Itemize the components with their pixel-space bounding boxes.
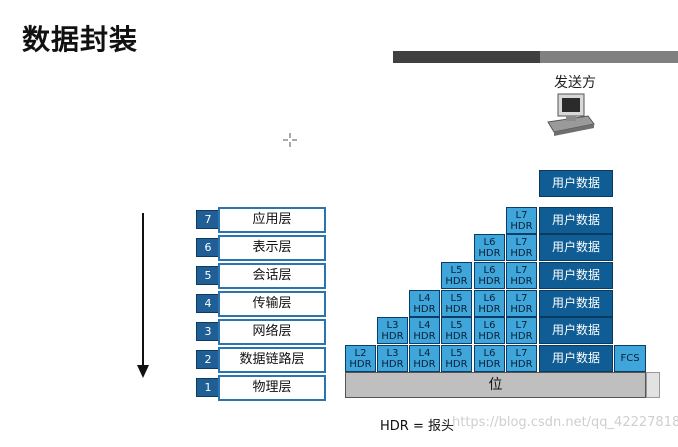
computer-icon <box>547 93 595 136</box>
user-data-block: 用户数据 <box>539 345 613 372</box>
header-layer-label: L6 <box>483 348 496 359</box>
layer-name: 表示层 <box>218 235 326 261</box>
layer-number: 2 <box>196 350 220 369</box>
layer-number: 3 <box>196 322 220 341</box>
hdr-legend: HDR = 报头 <box>380 419 454 434</box>
header-hdr-label: HDR <box>478 359 501 370</box>
user-data-block: 用户数据 <box>539 262 613 289</box>
layer-name: 会话层 <box>218 263 326 289</box>
header-layer-label: L4 <box>418 293 431 304</box>
user-data-block: 用户数据 <box>539 170 613 197</box>
layer-number: 6 <box>196 238 220 257</box>
header-layer-label: L5 <box>450 348 463 359</box>
header-hdr-label: HDR <box>381 331 404 342</box>
layer-number: 5 <box>196 266 220 285</box>
header-layer-label: L5 <box>450 293 463 304</box>
header-hdr-label: HDR <box>445 304 468 315</box>
watermark: https://blog.csdn.net/qq_42227818 <box>452 415 678 430</box>
layer-number: 1 <box>196 378 220 397</box>
header-hdr-label: HDR <box>510 331 533 342</box>
header-bar-light <box>540 51 678 63</box>
header-layer-label: L3 <box>386 348 399 359</box>
header-hdr-label: HDR <box>478 248 501 259</box>
header-layer-label: L5 <box>450 265 463 276</box>
header-hdr-label: HDR <box>413 331 436 342</box>
physical-bar-end <box>646 372 660 398</box>
layer-name: 传输层 <box>218 291 326 317</box>
header-hdr-label: HDR <box>478 331 501 342</box>
header-hdr-label: HDR <box>510 276 533 287</box>
header-hdr-label: HDR <box>478 304 501 315</box>
header-hdr-label: HDR <box>445 331 468 342</box>
user-data-block: 用户数据 <box>539 234 613 261</box>
fcs-trailer: FCS <box>614 345 646 372</box>
header-hdr-label: HDR <box>413 304 436 315</box>
header-hdr-label: HDR <box>510 248 533 259</box>
header-hdr-label: HDR <box>510 304 533 315</box>
header-layer-label: L6 <box>483 293 496 304</box>
header-hdr-label: HDR <box>445 276 468 287</box>
layer-number: 4 <box>196 294 220 313</box>
header-bar-dark <box>393 51 540 63</box>
downward-arrow-icon <box>137 213 149 378</box>
header-layer-label: L6 <box>483 237 496 248</box>
header-layer-label: L2 <box>354 348 367 359</box>
header-hdr-label: HDR <box>478 276 501 287</box>
layer-name: 物理层 <box>218 375 326 401</box>
header-layer-label: L7 <box>515 320 528 331</box>
header-layer-label: L4 <box>418 320 431 331</box>
user-data-block: 用户数据 <box>539 207 613 234</box>
header-layer-label: L7 <box>515 237 528 248</box>
header-hdr-label: HDR <box>413 359 436 370</box>
user-data-block: 用户数据 <box>539 290 613 317</box>
header-layer-label: L3 <box>386 320 399 331</box>
header-hdr-label: HDR <box>510 359 533 370</box>
header-hdr-label: HDR <box>510 221 533 232</box>
header-layer-label: L7 <box>515 210 528 221</box>
crosshair-cursor-icon <box>283 133 297 147</box>
header-layer-label: L7 <box>515 293 528 304</box>
user-data-block: 用户数据 <box>539 317 613 344</box>
header-layer-label: L6 <box>483 320 496 331</box>
header-layer-label: L5 <box>450 320 463 331</box>
layer-name: 数据链路层 <box>218 347 326 373</box>
sender-label: 发送方 <box>554 75 596 91</box>
header-hdr-label: HDR <box>349 359 372 370</box>
header-hdr-label: HDR <box>445 359 468 370</box>
physical-bits-bar: 位 <box>345 372 646 398</box>
header-layer-label: L7 <box>515 265 528 276</box>
header-hdr-label: HDR <box>381 359 404 370</box>
page-title: 数据封装 <box>22 23 139 56</box>
header-layer-label: L4 <box>418 348 431 359</box>
header-layer-label: L6 <box>483 265 496 276</box>
layer-name: 应用层 <box>218 207 326 233</box>
layer-number: 7 <box>196 210 220 229</box>
header-layer-label: L7 <box>515 348 528 359</box>
layer-name: 网络层 <box>218 319 326 345</box>
